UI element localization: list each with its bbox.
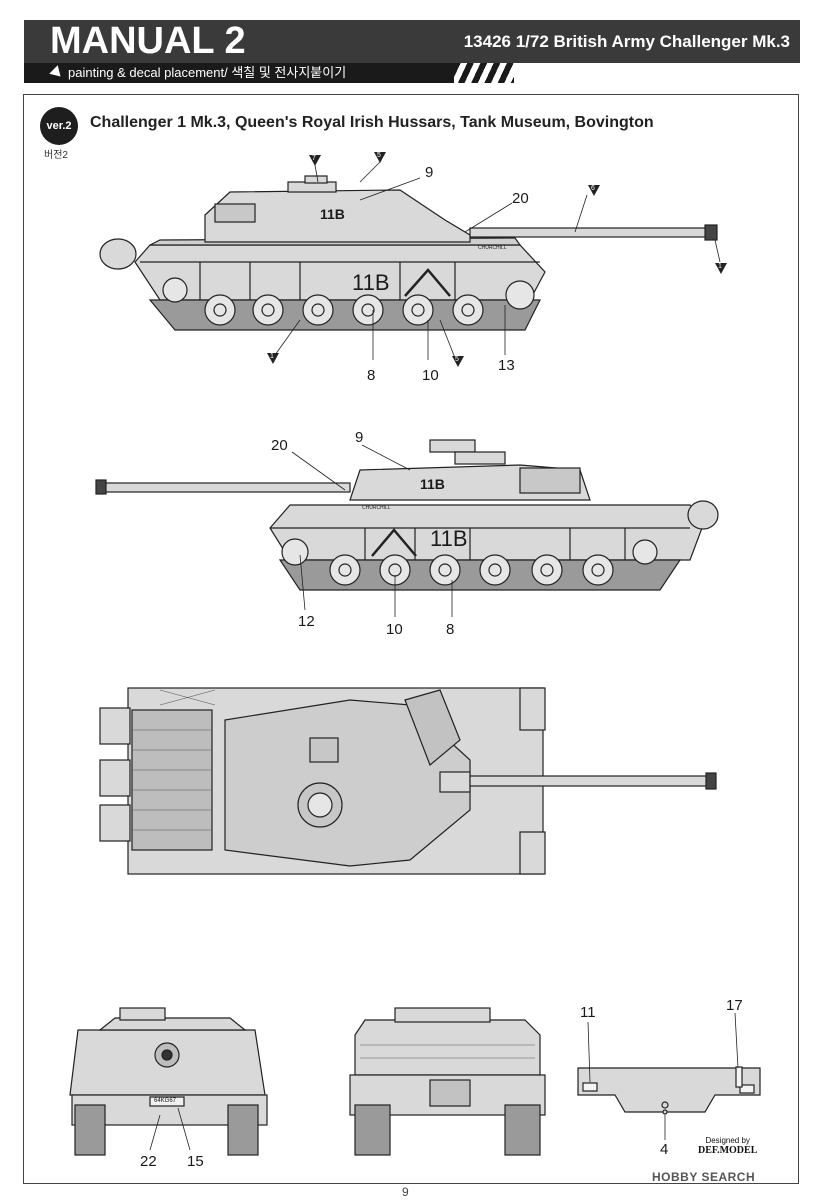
- front-plate: 64KG67: [154, 1098, 177, 1104]
- credit-brand: DEF.MODEL: [698, 1145, 758, 1156]
- name-marking-right: CHURCHILL: [362, 505, 391, 511]
- kit-title: 13426 1/72 British Army Challenger Mk.3: [463, 32, 790, 51]
- callout-9-left: 9: [425, 164, 434, 181]
- callout-8-right: 8: [446, 621, 455, 638]
- credit-line1: Designed by: [705, 1136, 750, 1145]
- subheader-text: painting & decal placement/ 색칠 및 전사지붙이기: [68, 65, 347, 80]
- turret-marking-left: 11B: [320, 206, 345, 222]
- hull-marking-left: 11B: [352, 270, 390, 295]
- designer-credit: Designed by DEF.MODEL: [698, 1136, 757, 1156]
- hobby-search-watermark: HOBBY SEARCH: [652, 1170, 756, 1184]
- page-number: 9: [402, 1185, 409, 1199]
- callout-13-left: 13: [498, 357, 515, 374]
- callout-20-right: 20: [271, 437, 288, 454]
- color-marker-5-top: 5: [377, 152, 381, 159]
- color-marker-7: 7: [312, 155, 316, 162]
- color-marker-6: 6: [591, 185, 595, 192]
- callout-22-front: 22: [140, 1153, 157, 1170]
- subheader-bar: painting & decal placement/ 색칠 및 전사지붙이기: [24, 63, 514, 83]
- callout-11-sheet: 11: [580, 1004, 596, 1021]
- hull-marking-right: 11B: [430, 526, 468, 551]
- callout-17-sheet: 17: [726, 997, 743, 1014]
- callout-8-left: 8: [367, 367, 376, 384]
- color-marker-1-barrel: 1: [718, 263, 722, 270]
- callout-15-front: 15: [187, 1153, 204, 1170]
- color-marker-1-track: 1: [270, 353, 274, 360]
- callout-12-right: 12: [298, 613, 315, 630]
- scheme-title: Challenger 1 Mk.3, Queen's Royal Irish H…: [90, 114, 654, 131]
- content-frame: [23, 94, 799, 1184]
- turret-marking-right: 11B: [420, 476, 445, 492]
- callout-10-right: 10: [386, 621, 403, 638]
- color-marker-5-bottom: 5: [455, 356, 459, 363]
- callout-9-right: 9: [355, 429, 364, 446]
- name-marking-left: CHURCHILL: [478, 245, 507, 251]
- callout-20-left: 20: [512, 190, 529, 207]
- manual-title: MANUAL 2: [50, 20, 246, 62]
- version-korean: 버전2: [44, 150, 68, 161]
- subheader-stripes: [454, 63, 514, 83]
- version-badge: ver.2: [40, 107, 78, 145]
- callout-10-left: 10: [422, 367, 439, 384]
- callout-4-sheet: 4: [660, 1141, 669, 1158]
- subheader-background: [24, 63, 454, 83]
- manual-header: MANUAL 2 13426 1/72 British Army Challen…: [24, 20, 800, 63]
